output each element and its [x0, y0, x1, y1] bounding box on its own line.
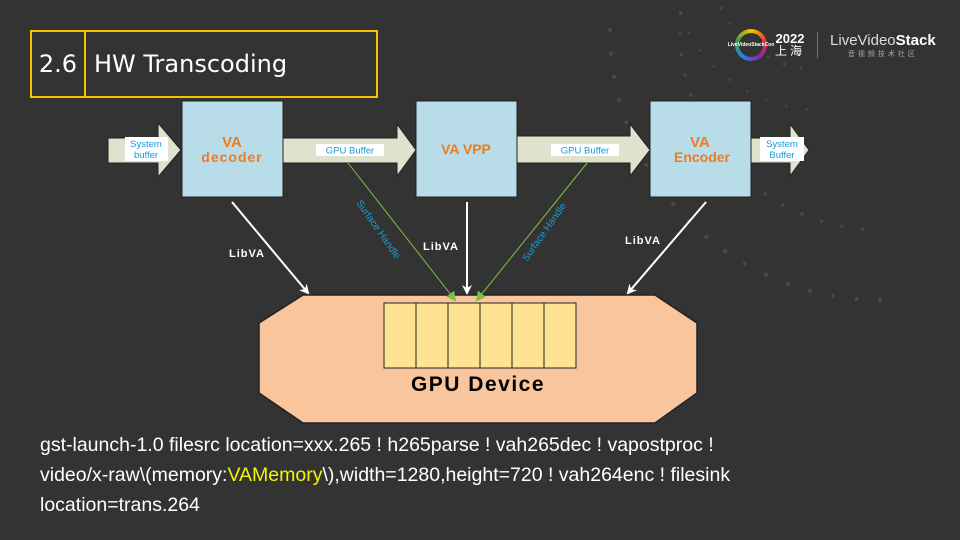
surface-slot [511, 302, 545, 369]
background-dot [712, 64, 716, 68]
gpu-buffer-label-2-bg [551, 144, 619, 156]
va-decoder-block [181, 100, 284, 198]
background-dot [854, 296, 859, 302]
libva-label-2: LibVA [423, 241, 459, 253]
input-label-bg [125, 137, 168, 161]
background-dot [781, 203, 785, 207]
background-dot [764, 98, 768, 102]
conference-logo: LiveVideoStackCon 2022 上海 LiveVideoStack… [728, 27, 936, 63]
background-dot [617, 97, 622, 103]
background-dot [800, 212, 804, 216]
output-label-line2: Buffer [769, 150, 794, 161]
logo-year: 2022 [775, 31, 805, 46]
background-dot [799, 66, 803, 70]
background-dot [687, 31, 691, 34]
surface-handle-label-1: Surface Handle [354, 198, 403, 261]
background-dot [671, 201, 676, 206]
slide-title: HW Transcoding [94, 50, 288, 78]
background-dot [719, 6, 723, 10]
brand-subtitle: 音视频技术社区 [847, 50, 918, 58]
background-dot [644, 162, 649, 168]
va-encoder-line2: Encoder [674, 149, 731, 165]
background-dot [689, 93, 693, 97]
command-highlight-vamemory: VAMemory [227, 464, 323, 486]
surface-slot [415, 302, 449, 369]
background-dot [785, 104, 788, 108]
background-dot [722, 249, 728, 254]
va-encoder-line1: VA [690, 134, 710, 151]
background-dot [679, 52, 684, 57]
command-line-1: gst-launch-1.0 filesrc location=xxx.265 … [40, 434, 714, 456]
input-label-line1: System [130, 139, 162, 150]
brand-prefix: LiveVideo [830, 31, 896, 49]
va-decoder-line2: decoder [201, 149, 262, 165]
surface-handle-label-2: Surface Handle [520, 201, 569, 264]
command-line-2-suffix: \),width=1280,height=720 ! vah264enc ! f… [322, 464, 731, 486]
brand-block: LiveVideoStack 音视频技术社区 [830, 32, 936, 59]
gpu-device-label: GPU Device [411, 373, 545, 396]
surface-slot [479, 302, 513, 369]
background-dot [678, 31, 682, 36]
logo-city: 上海 [775, 44, 806, 58]
surface-slot [383, 302, 417, 369]
surface-slot [543, 302, 577, 369]
surface-slot [447, 302, 481, 369]
background-dot [746, 89, 749, 93]
background-dot [624, 120, 629, 125]
background-dot [728, 21, 732, 25]
livevideostackcon-badge-icon: LiveVideoStackCon [728, 29, 774, 61]
input-label-line2: buffer [134, 150, 158, 161]
va-decoder-line1: VA [222, 134, 242, 151]
libva-arrow-decoder [231, 201, 310, 295]
background-dot [805, 108, 809, 111]
command-line-2: video/x-raw\(memory:VAMemory\),width=128… [40, 460, 940, 490]
background-dot [607, 27, 613, 33]
surface-handle-line-2 [475, 162, 588, 302]
gpu-buffer-label-1: GPU Buffer [326, 146, 374, 157]
background-dot [698, 49, 702, 52]
background-dot [830, 293, 836, 299]
background-dot [766, 55, 771, 59]
libva-arrow-encoder [626, 201, 707, 295]
background-dot [763, 192, 768, 196]
background-dot [608, 51, 614, 56]
logo-divider [817, 32, 819, 58]
background-dot [763, 272, 769, 277]
background-dot [704, 234, 709, 239]
background-dot [860, 227, 865, 231]
va-encoder-block [649, 100, 752, 198]
command-line-2-prefix: video/x-raw\(memory: [40, 464, 228, 486]
output-label-line1: System [766, 139, 798, 150]
background-dot [611, 74, 617, 80]
background-dot [683, 73, 687, 77]
background-dot [807, 288, 813, 293]
background-dot [840, 224, 844, 229]
va-vpp-block [415, 100, 518, 198]
background-dot [742, 261, 748, 266]
command-line-3: location=trans.264 [40, 494, 200, 516]
background-dot [782, 62, 786, 66]
output-label-bg [760, 137, 804, 161]
surface-slots [383, 302, 577, 369]
libva-label-3: LibVA [625, 235, 661, 247]
background-dot [877, 297, 883, 303]
gpu-buffer-label-2: GPU Buffer [561, 146, 609, 157]
surface-handle-line-1 [347, 162, 457, 302]
section-number: 2.6 [32, 32, 86, 96]
background-dot [819, 219, 824, 224]
background-dot [679, 10, 683, 15]
libva-label-1: LibVA [229, 248, 265, 260]
badge-text: LiveVideoStackCon [728, 33, 774, 57]
logo-year-block: 2022 上海 [775, 32, 805, 58]
gpu-buffer-label-1-bg [316, 144, 384, 156]
brand-suffix: Stack [895, 31, 936, 49]
background-dot [728, 78, 731, 82]
background-dot [785, 281, 790, 286]
gstreamer-command: gst-launch-1.0 filesrc location=xxx.265 … [40, 430, 940, 520]
slide-title-box: 2.6 HW Transcoding [30, 30, 378, 98]
va-vpp-label: VA VPP [441, 141, 491, 157]
